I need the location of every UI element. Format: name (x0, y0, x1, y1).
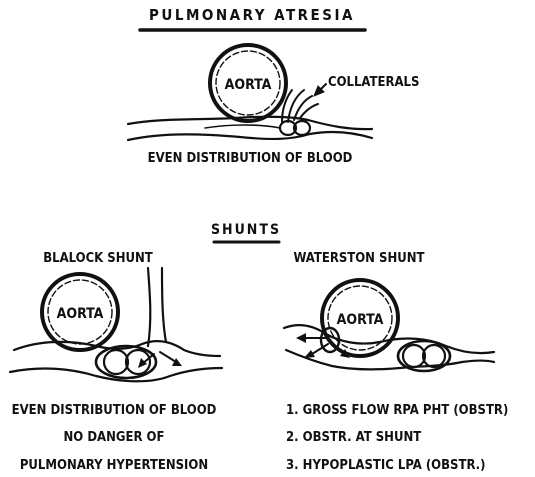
waterston-note-3: 3. HYPOPLASTIC LPA (OBSTR.) (286, 458, 485, 473)
even-distribution-caption-top: EVEN DISTRIBUTION OF BLOOD (148, 151, 353, 166)
blalock-bronchi (96, 346, 156, 378)
aorta-blalock: AORTA (42, 274, 118, 350)
blalock-note-2: NO DANGER OF (64, 430, 165, 445)
collaterals-arrow (314, 84, 326, 96)
aorta-top: AORTA (210, 45, 286, 121)
collaterals-label: COLLATERALS (328, 75, 419, 90)
aorta-label-top: AORTA (225, 77, 272, 93)
aorta-label-blalock: AORTA (57, 306, 104, 322)
blalock-flow-arrows (138, 352, 182, 368)
waterston-note-2: 2. OBSTR. AT SHUNT (286, 430, 421, 445)
aorta-label-waterston: AORTA (337, 312, 384, 328)
shunts-heading: SHUNTS (211, 222, 281, 238)
blalock-shunt-title: BLALOCK SHUNT (43, 251, 153, 266)
pulmonary-atresia-heading: PULMONARY ATRESIA (149, 6, 355, 24)
blalock-subclavian-graft (148, 268, 166, 346)
waterston-shunt-title: WATERSTON SHUNT (293, 251, 424, 266)
waterston-note-1: 1. GROSS FLOW RPA PHT (OBSTR) (286, 403, 508, 418)
collaterals-vessels (280, 90, 318, 135)
blalock-note-3: PULMONARY HYPERTENSION (20, 458, 208, 473)
blalock-note-1: EVEN DISTRIBUTION OF BLOOD (12, 403, 217, 418)
